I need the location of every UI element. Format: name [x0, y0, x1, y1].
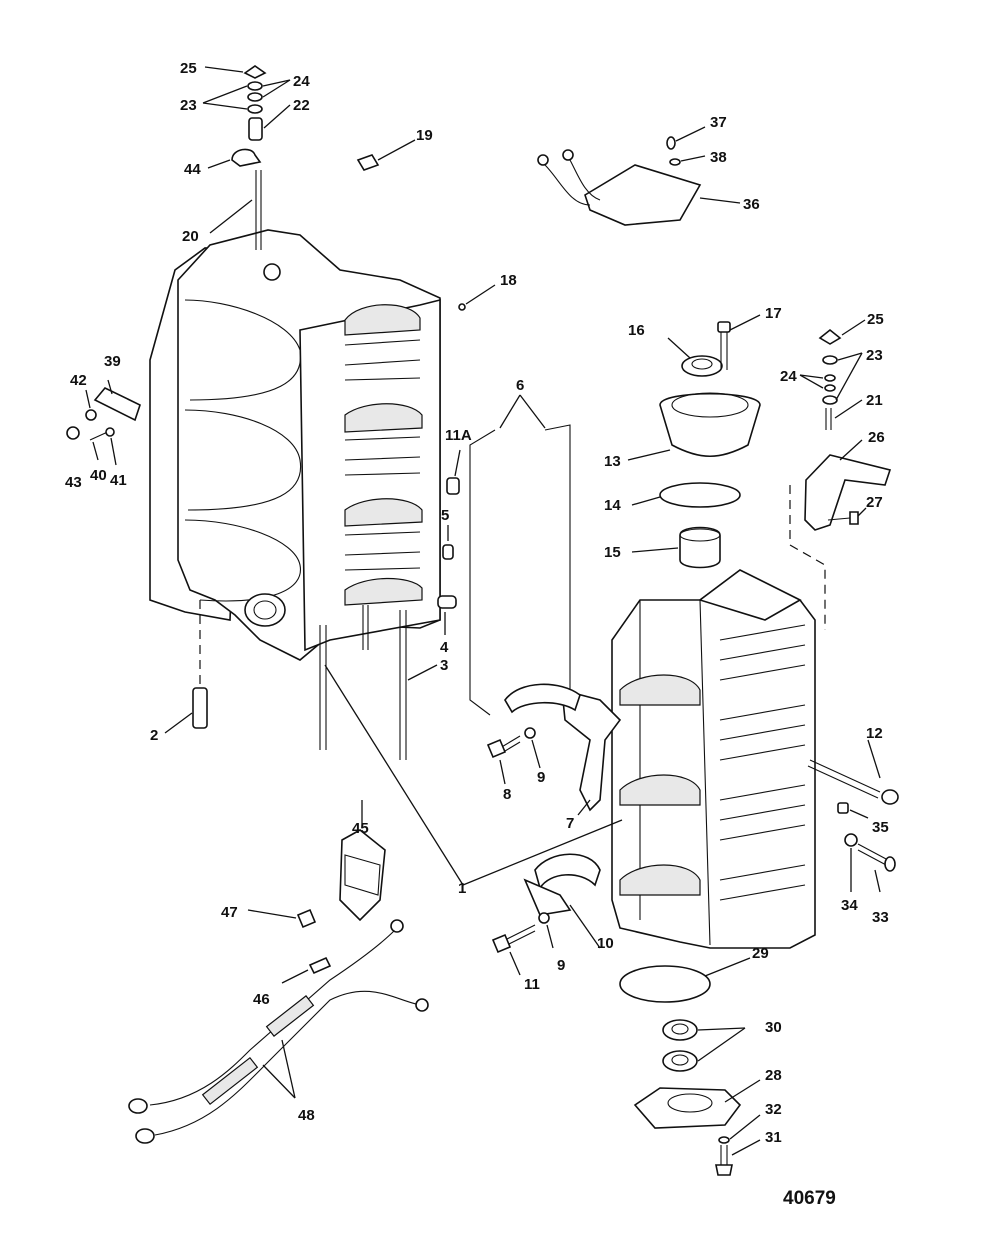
callout-label: 5	[441, 507, 449, 524]
callout-label: 16	[628, 322, 645, 339]
callout-label: 18	[500, 272, 517, 289]
callout-label: 11	[524, 976, 540, 993]
callout-label: 11A	[445, 427, 472, 444]
callout-label: 39	[104, 353, 121, 370]
callout-label: 22	[293, 97, 310, 114]
callout-label: 33	[872, 909, 889, 926]
callout-label: 4	[440, 639, 449, 656]
callout-label: 3	[440, 657, 448, 674]
callout-label: 48	[298, 1107, 315, 1124]
callout-label: 24	[293, 73, 310, 90]
callout-label: 23	[866, 347, 883, 364]
callout-label: 2	[150, 727, 158, 744]
callout-label: 17	[765, 305, 782, 322]
callout-label: 8	[503, 786, 511, 803]
callout-label: 44	[184, 161, 201, 178]
callout-label: 27	[866, 494, 883, 511]
callout-label: 45	[352, 820, 369, 837]
callout-label: 26	[868, 429, 885, 446]
callout-label: 25	[867, 311, 884, 328]
callout-label: 6	[516, 377, 524, 394]
callout-label: 30	[765, 1019, 782, 1036]
callout-label: 25	[180, 60, 197, 77]
crankcase-cover-right	[611, 569, 816, 949]
callout-label: 35	[872, 819, 889, 836]
figure-number: 40679	[783, 1188, 836, 1209]
leader-lines	[66, 65, 899, 1176]
callout-label: 15	[604, 544, 621, 561]
callout-label: 21	[866, 392, 883, 409]
callout-label: 41	[110, 472, 127, 489]
callout-label: 34	[841, 897, 858, 914]
callout-label: 40	[90, 467, 107, 484]
callout-labels: 25 24 23 22 44 19 20 18 39 42 43 40 41 1…	[65, 60, 889, 1146]
callout-label: 23	[180, 97, 197, 114]
callout-label: 9	[537, 769, 545, 786]
callout-label: 38	[710, 149, 727, 166]
callout-label: 46	[253, 991, 270, 1008]
callout-label: 10	[597, 935, 614, 952]
callout-label: 36	[743, 196, 760, 213]
callout-label: 9	[557, 957, 565, 974]
callout-label: 7	[566, 815, 574, 832]
callout-label: 24	[780, 368, 797, 385]
callout-label: 42	[70, 372, 87, 389]
callout-label: 1	[458, 880, 466, 897]
callout-label: 13	[604, 453, 621, 470]
callout-label: 14	[604, 497, 621, 514]
callout-label: 19	[416, 127, 433, 144]
callout-label: 12	[866, 725, 883, 742]
callout-label: 31	[765, 1129, 782, 1146]
callout-label: 32	[765, 1101, 782, 1118]
callout-label: 43	[65, 474, 82, 491]
cylinder-block-left	[149, 229, 441, 760]
callout-label: 28	[765, 1067, 782, 1084]
callout-label: 20	[182, 228, 199, 245]
callout-label: 37	[710, 114, 727, 131]
callout-label: 47	[221, 904, 238, 921]
callout-label: 29	[752, 945, 769, 962]
